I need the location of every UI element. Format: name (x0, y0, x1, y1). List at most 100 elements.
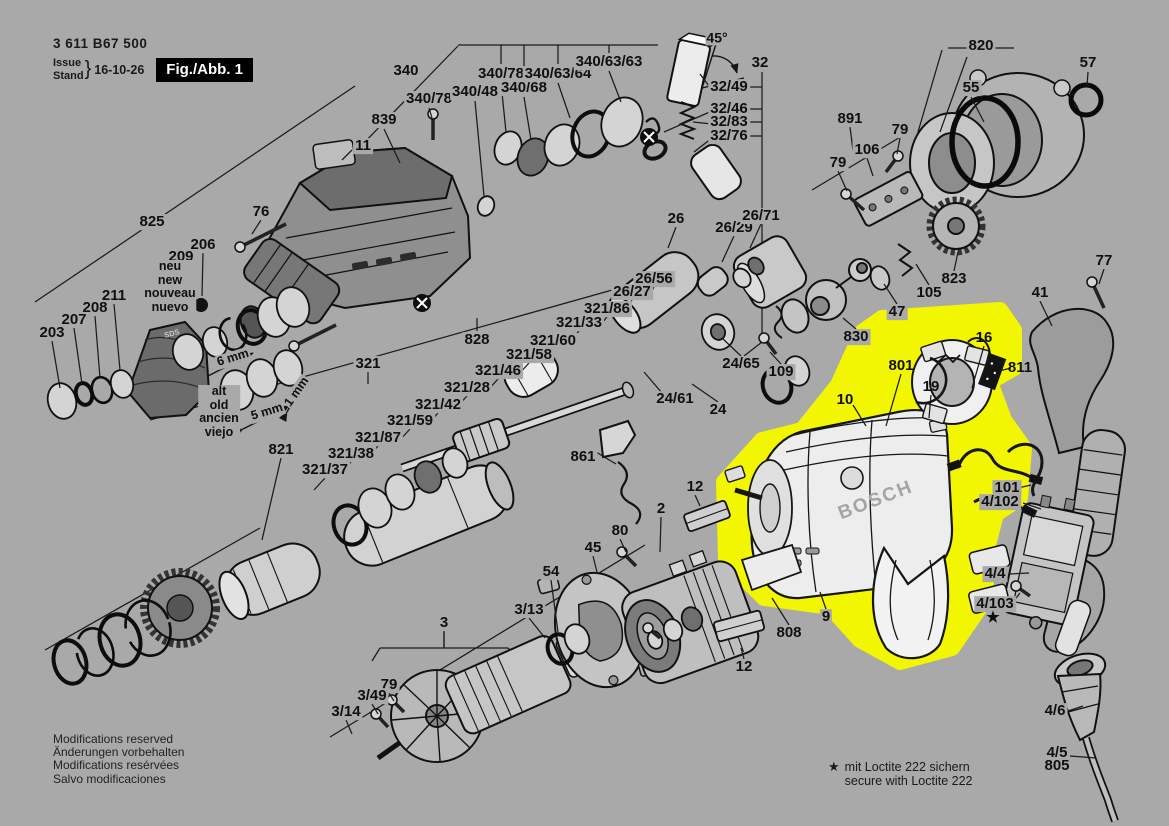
part-label: 839 (369, 111, 399, 129)
part-label: 828 (462, 331, 492, 349)
part-label: 340/78 (476, 65, 526, 83)
part-label: 321/60 (528, 332, 578, 350)
part-label: 3/14 (329, 703, 363, 721)
part-label: 321 (353, 355, 383, 373)
part-label: 4/103 (974, 595, 1016, 613)
part-label: 321/42 (413, 396, 463, 414)
part-label: 26/56 (633, 270, 675, 288)
part-label: 207 (59, 311, 89, 329)
part-label: 321/46 (473, 362, 523, 380)
part-label: 321/59 (385, 412, 435, 430)
annotation-label: alt old ancien viejo (198, 384, 240, 439)
part-label: 80 (609, 522, 631, 540)
part-label: 891 (835, 110, 865, 128)
part-label: 340/78 (404, 90, 454, 108)
modifications-note: Modifications reserved Änderungen vorbeh… (53, 732, 185, 786)
part-label: 830 (841, 328, 871, 346)
part-label: 821 (266, 441, 296, 459)
part-label: 321/37 (300, 461, 350, 479)
part-label: 10 (836, 391, 854, 409)
part-label: 4/102 (979, 493, 1021, 511)
part-label: 3 (437, 614, 451, 632)
spindle-cylinder (218, 542, 321, 620)
title-block: 3 611 B67 500 Issue Stand } 16-10-26 Fig… (53, 36, 253, 82)
part-label: 321/86 (582, 300, 632, 318)
part-label: 340 (391, 62, 421, 80)
star-icon: ★ (828, 759, 840, 774)
part-label: 41 (1029, 284, 1051, 302)
gear-housing (239, 139, 472, 339)
part-label: 105 (914, 284, 944, 302)
intermediate-shaft (400, 381, 635, 473)
part-label: 340/48 (450, 83, 500, 101)
part-label: 32/83 (708, 113, 750, 131)
part-label: 24/65 (720, 355, 762, 373)
part-label: 55 (960, 79, 982, 97)
part-label: 820 (966, 37, 996, 55)
part-label: 208 (80, 299, 110, 317)
part-label: 321/38 (326, 445, 376, 463)
part-label: 26 (665, 210, 687, 228)
part-label: 4/4 (982, 565, 1008, 583)
part-label: ★ (986, 609, 1000, 627)
part-label: 211 (99, 287, 129, 305)
part-label: 9 (819, 608, 833, 626)
cord-assembly (1053, 599, 1119, 823)
part-label: 321/33 (554, 314, 604, 332)
issue-stand-label: Issue Stand (53, 57, 84, 82)
screw-parts (234, 108, 1106, 729)
part-label: 4/5 (1044, 744, 1070, 762)
part-label: 77 (1093, 252, 1115, 270)
part-label: 24/61 (654, 390, 696, 408)
part-label: 12 (733, 658, 755, 676)
part-label: 57 (1077, 54, 1099, 72)
part-label: 26/71 (740, 207, 782, 225)
part-label: 24 (707, 401, 729, 419)
gear-case (909, 69, 1104, 214)
part-label: 823 (939, 270, 969, 288)
part-label: 811 (1007, 359, 1033, 377)
annotation-label: 45° (705, 29, 729, 46)
motor-housing (724, 408, 954, 660)
part-label: 203 (37, 324, 67, 342)
part-label: 321/58 (504, 346, 554, 364)
part-label: 321/28 (442, 379, 492, 397)
issue-date: 16-10-26 (94, 62, 145, 77)
hammer-tube (343, 461, 515, 567)
part-label: 32/76 (708, 127, 750, 145)
part-label: 340/63/63 (573, 53, 645, 71)
part-label: 801 (888, 357, 914, 375)
part-label: 808 (774, 624, 804, 642)
ring-parts (46, 96, 811, 686)
handle-and-switch (968, 308, 1126, 653)
part-label: 32/49 (708, 78, 750, 96)
part-label: 101 (992, 479, 1022, 497)
part-label: 76 (250, 203, 272, 221)
cross-symbols (413, 128, 658, 312)
part-label: 861 (568, 448, 598, 466)
annotation-label: neu new nouveau nuevo (143, 259, 197, 314)
part-label: 19 (922, 378, 940, 396)
steel-ball (194, 298, 208, 312)
document-number: 3 611 B67 500 (53, 36, 148, 51)
figure-label: Fig./Abb. 1 (156, 57, 253, 82)
part-label: 47 (886, 303, 908, 321)
brace-glyph: } (84, 58, 92, 81)
part-label: 805 (1042, 757, 1072, 775)
part-label: 825 (137, 213, 167, 231)
part-label: 206 (188, 236, 218, 254)
part-label: 340/68 (499, 79, 549, 97)
part-label: 26/27 (611, 283, 653, 301)
brush-cover-clips (683, 499, 765, 643)
part-label: 3/13 (512, 601, 546, 619)
part-label: 2 (654, 500, 668, 518)
crank-gear-group (773, 171, 986, 339)
part-label: 106 (852, 141, 882, 159)
ring-gear (140, 568, 220, 648)
part-label: 79 (827, 154, 849, 172)
part-label: 16 (975, 329, 993, 347)
part-label: 79 (889, 121, 911, 139)
construction-lines (34, 44, 1014, 738)
